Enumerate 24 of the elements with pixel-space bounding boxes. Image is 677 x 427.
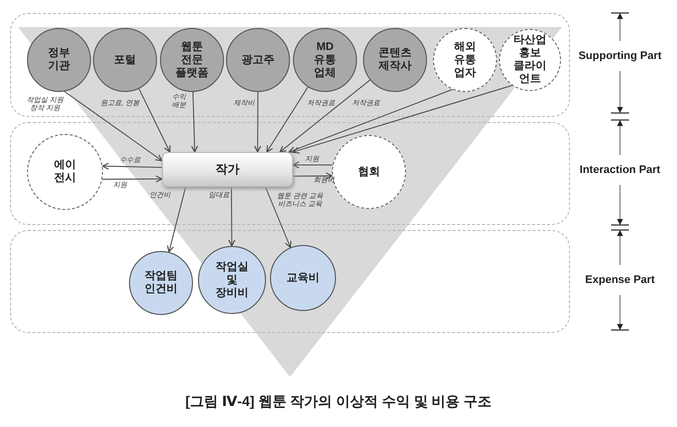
arrow [228, 186, 236, 246]
section-panel [10, 230, 570, 333]
arrow [292, 161, 334, 168]
arrow [254, 92, 262, 152]
arrow [265, 186, 292, 248]
arrow [292, 84, 513, 154]
arrow [102, 162, 162, 170]
arrow [288, 89, 453, 154]
arrow [279, 80, 370, 152]
part-label: Expense Part [585, 273, 655, 287]
arrow [102, 175, 162, 182]
figure-caption: [그림 Ⅳ-4] 웹툰 작가의 이상적 수익 및 비용 구조 [184, 393, 493, 411]
circle-node: 작업팀 인건비 [129, 251, 193, 315]
arrow [167, 186, 186, 252]
arrow [138, 88, 170, 152]
section-panel [10, 122, 570, 225]
arrow [64, 91, 162, 162]
process-box: 작가 [162, 152, 293, 187]
arrow [292, 172, 333, 180]
part-label: Supporting Part [578, 49, 662, 63]
section-panel [10, 13, 570, 117]
arrow [191, 92, 198, 152]
circle-node: 에이전시 [27, 134, 103, 210]
arrow [266, 86, 308, 152]
